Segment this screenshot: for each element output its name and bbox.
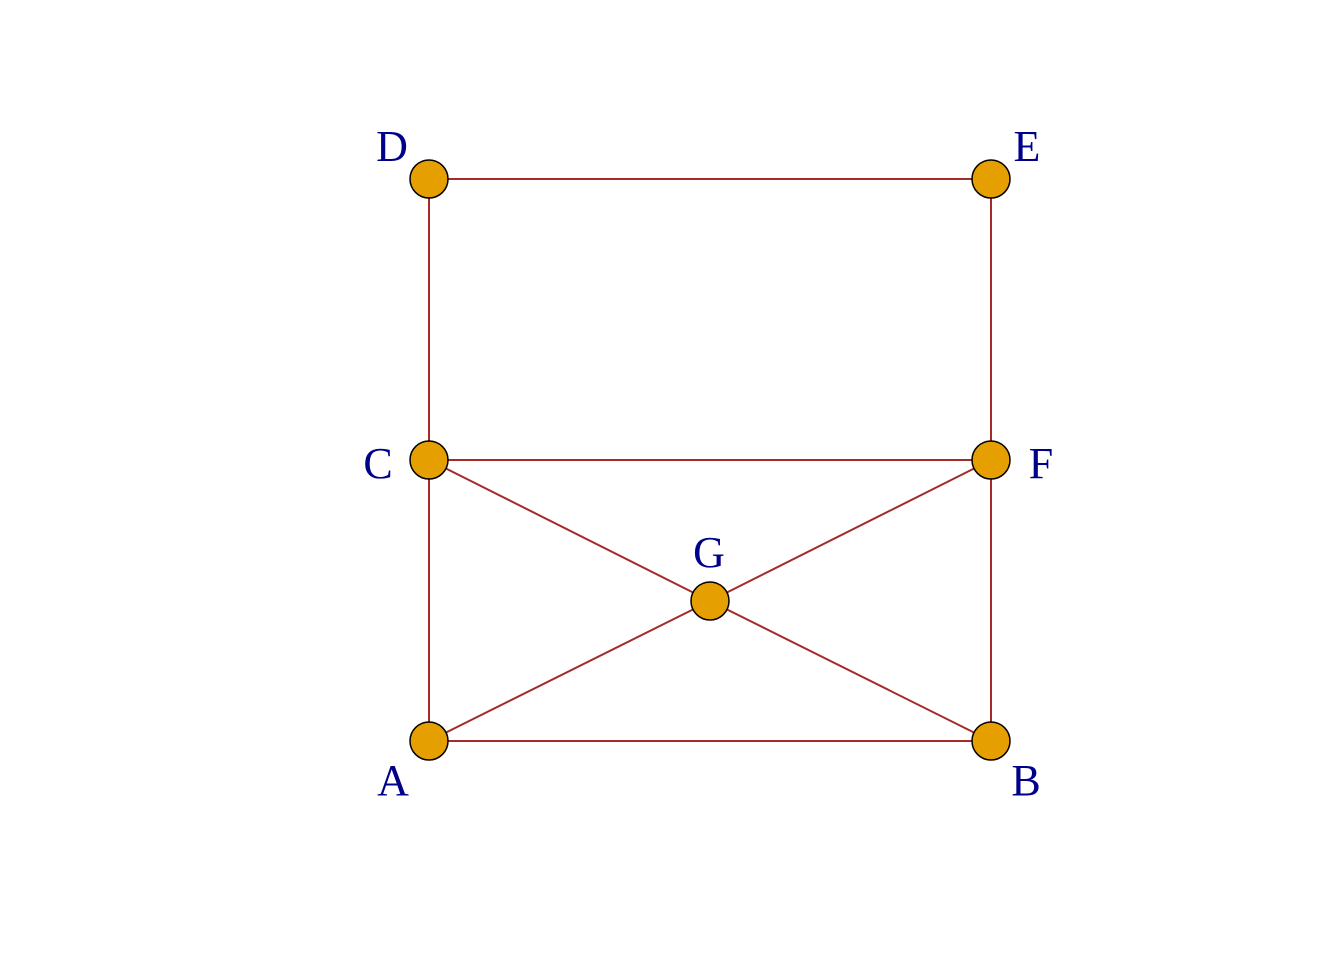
- node-a: [409, 721, 449, 761]
- edge-g-b: [709, 600, 992, 742]
- node-b: [971, 721, 1011, 761]
- edges-layer: [428, 178, 992, 742]
- node-label-c: C: [363, 439, 392, 488]
- edge-c-g: [428, 459, 711, 602]
- node-label-a: A: [377, 756, 409, 805]
- edge-g-f: [709, 459, 992, 602]
- node-label-d: D: [376, 122, 408, 171]
- node-label-g: G: [693, 528, 725, 577]
- edge-a-g: [428, 600, 711, 742]
- node-g: [690, 581, 730, 621]
- nodes-layer: [409, 159, 1011, 761]
- node-e: [971, 159, 1011, 199]
- node-d: [409, 159, 449, 199]
- node-label-e: E: [1014, 122, 1041, 171]
- node-f: [971, 440, 1011, 480]
- node-c: [409, 440, 449, 480]
- node-label-b: B: [1011, 756, 1040, 805]
- labels-layer: A B C D E F G: [363, 122, 1053, 805]
- node-label-f: F: [1029, 439, 1053, 488]
